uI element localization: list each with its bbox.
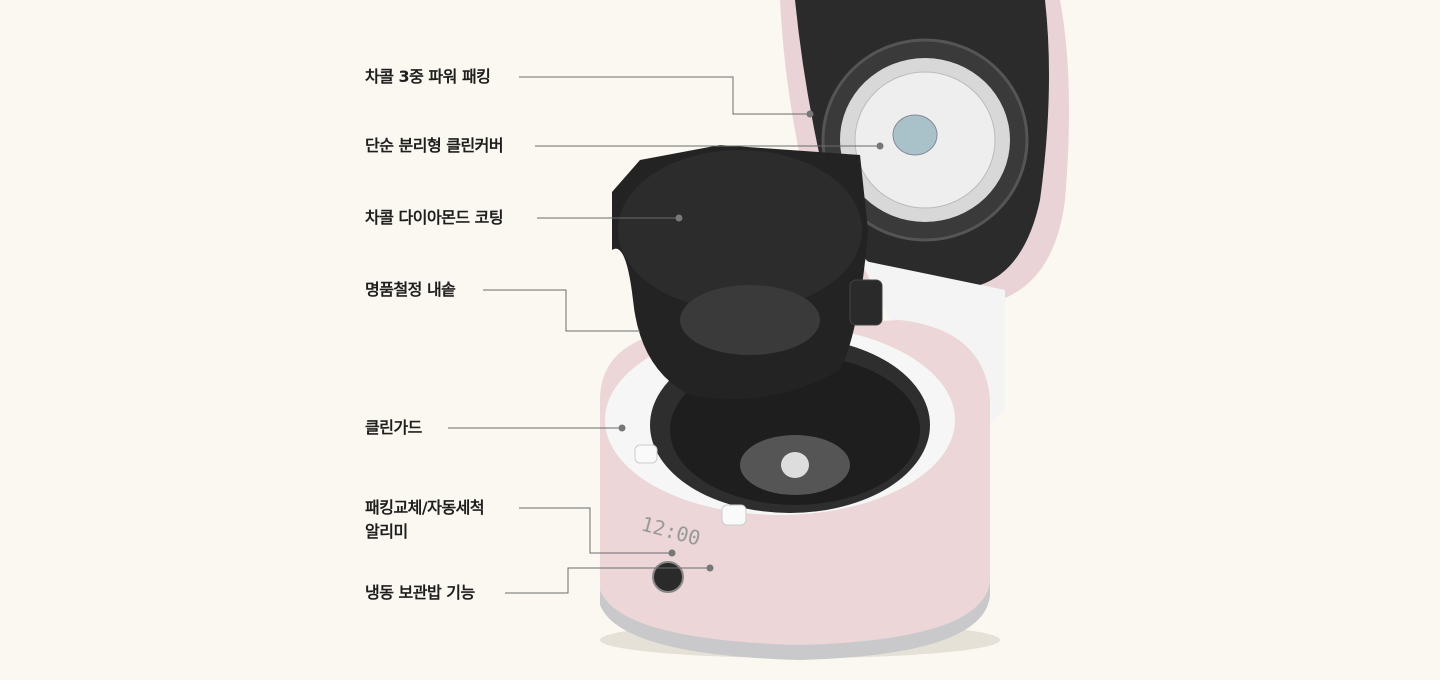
- callout-frozen-rice: 냉동 보관밥 기능: [365, 583, 475, 602]
- callout-power-packing: 차콜 3중 파워 패킹: [365, 67, 491, 86]
- callout-diamond-coating: 차콜 다이아몬드 코팅: [365, 208, 504, 227]
- control-dial: [652, 561, 684, 593]
- callout-packing-alert-line1: 패킹교체/자동세척: [365, 498, 485, 517]
- callout-clean-cover: 단순 분리형 클린커버: [365, 136, 504, 155]
- inner-pot: [612, 145, 883, 400]
- callout-packing-alert: 패킹교체/자동세척 알리미: [365, 496, 485, 544]
- callout-clean-guard: 클린가드: [365, 418, 422, 437]
- callout-packing-alert-line2: 알리미: [365, 522, 408, 541]
- callout-inner-pot: 명품철정 내솥: [365, 280, 456, 299]
- callout-dots: [618, 110, 884, 572]
- leader-lines: [448, 76, 880, 594]
